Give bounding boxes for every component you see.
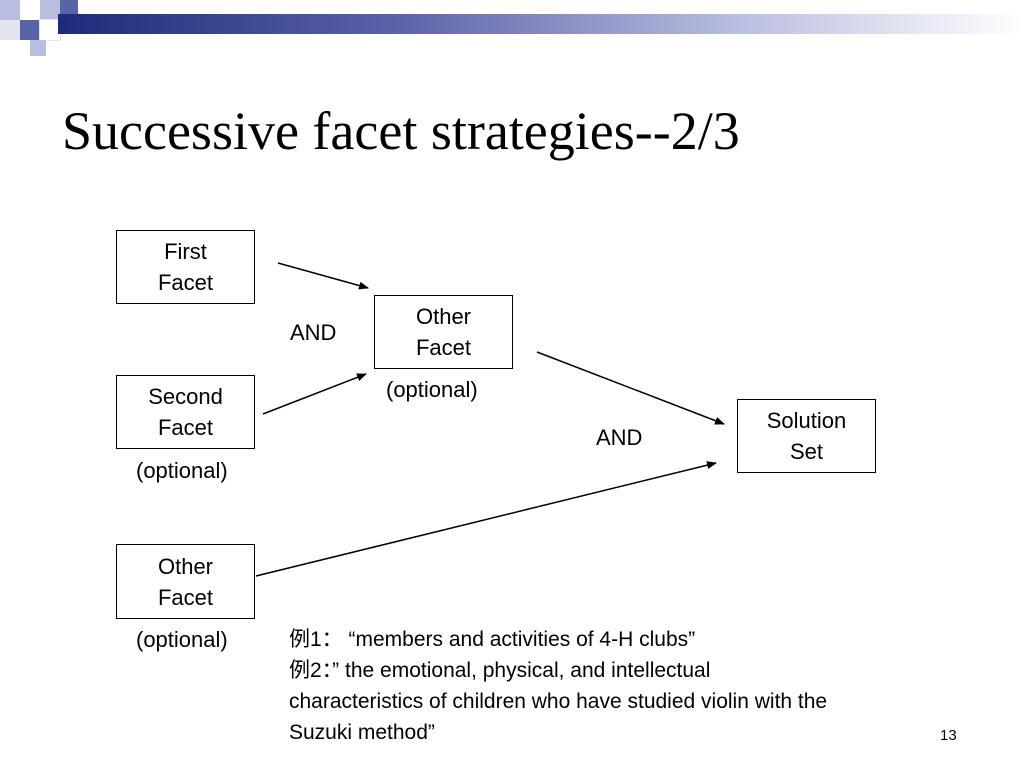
arrow-second-to-other [262,373,367,415]
solution-set-box: Solution Set [737,399,876,473]
box-label-line2: Facet [415,335,472,360]
other-facet-left-box: Other Facet [116,544,255,619]
header-bar [58,14,1024,34]
example-line-1: 例1： “members and activities of 4-H clubs… [289,628,696,651]
deco-square [0,0,20,20]
arrow-otherleft-to-solution [255,461,717,577]
box-label-line2: Facet [157,584,214,610]
deco-square [0,20,20,40]
example-line-3: characteristics of children who have stu… [289,690,828,713]
deco-square [40,0,60,20]
optional-label-other: (optional) [136,627,228,652]
and-label-right: AND [596,425,643,450]
other-facet-middle-box: Other Facet [374,295,513,369]
deco-square [20,0,40,20]
box-label-line2: Facet [157,415,214,440]
box-label-line1: Solution [766,408,847,433]
box-label-line1: Other [415,304,472,329]
deco-square [60,0,78,14]
examples-text: 例1： “members and activities of 4-H clubs… [289,624,969,748]
box-label-line1: Second [148,384,223,409]
box-label-line2: Facet [157,270,214,295]
and-label-left: AND [290,320,337,345]
second-facet-box: Second Facet [116,375,255,449]
arrow-other-to-solution [536,351,725,425]
box-label-line1: First [164,239,207,264]
slide-title: Successive facet strategies--2/3 [62,101,740,161]
deco-square [20,20,40,40]
example-line-4: Suzuki method” [289,721,435,744]
optional-label-middle: (optional) [386,377,478,402]
first-facet-box: First Facet [116,230,255,304]
arrow-first-to-other [277,262,369,290]
box-label-line1: Other [157,553,214,579]
deco-square [39,19,61,41]
optional-label-second: (optional) [136,458,228,483]
deco-square [30,40,46,56]
page-number: 13 [940,727,957,744]
box-label-line2: Set [789,439,824,464]
example-line-2: 例2：” the emotional, physical, and intell… [289,659,711,682]
